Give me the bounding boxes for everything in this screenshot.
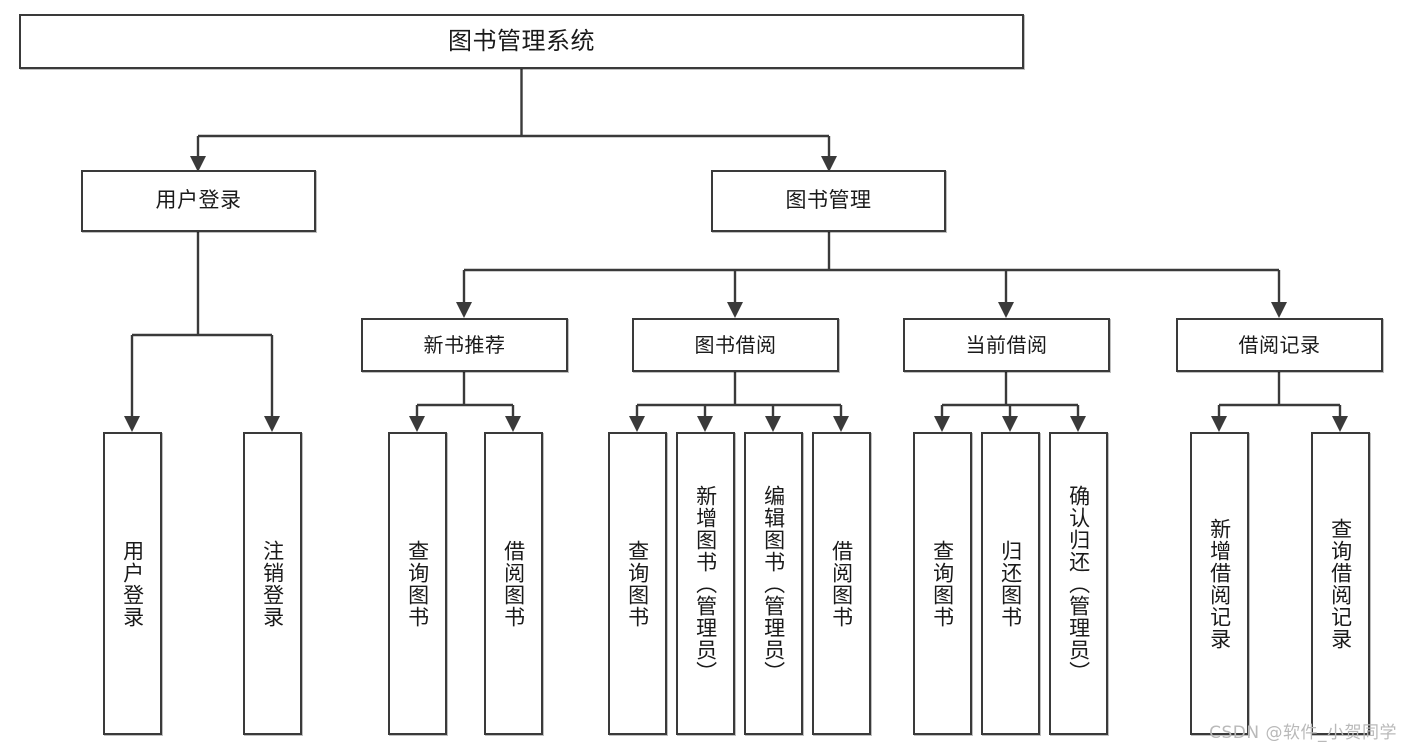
node-leaf-add-book[interactable]: 新增图书（管理员）	[676, 432, 735, 735]
node-user-login[interactable]: 用户登录	[81, 170, 316, 232]
node-root-label: 图书管理系统	[448, 27, 595, 56]
arrow-leaf-confirm-return	[1070, 416, 1086, 432]
node-leaf-query-book-2-label: 查询图书	[625, 539, 650, 628]
node-leaf-query-record-label: 查询借阅记录	[1328, 517, 1353, 650]
node-leaf-edit-book[interactable]: 编辑图书（管理员）	[744, 432, 803, 735]
node-new-book-recommend[interactable]: 新书推荐	[361, 318, 568, 372]
node-leaf-query-book-1[interactable]: 查询图书	[388, 432, 447, 735]
node-leaf-logout[interactable]: 注销登录	[243, 432, 302, 735]
arrow-leaf-logout	[264, 416, 280, 432]
node-leaf-query-book-2[interactable]: 查询图书	[608, 432, 667, 735]
node-leaf-borrow-book-2[interactable]: 借阅图书	[812, 432, 871, 735]
node-book-manage-label: 图书管理	[785, 188, 872, 213]
node-leaf-user-login[interactable]: 用户登录	[103, 432, 162, 735]
arrow-leaf-borrow-book-1	[505, 416, 521, 432]
node-leaf-borrow-book-2-label: 借阅图书	[829, 539, 854, 628]
arrow-leaf-query-book-2	[629, 416, 645, 432]
arrow-leaf-query-book-1	[409, 416, 425, 432]
node-leaf-return-book-label: 归还图书	[998, 539, 1023, 628]
node-leaf-query-book-3-label: 查询图书	[930, 539, 955, 628]
arrow-book-borrow	[727, 302, 743, 318]
node-book-manage[interactable]: 图书管理	[711, 170, 946, 232]
node-leaf-query-book-1-label: 查询图书	[405, 539, 430, 628]
node-current-borrow[interactable]: 当前借阅	[903, 318, 1110, 372]
node-leaf-confirm-return-label: 确认归还（管理员）	[1066, 484, 1091, 683]
node-user-login-label: 用户登录	[155, 188, 242, 213]
node-leaf-user-login-label: 用户登录	[120, 539, 145, 628]
arrow-leaf-user-login	[124, 416, 140, 432]
node-leaf-add-record-label: 新增借阅记录	[1207, 517, 1232, 650]
arrow-leaf-borrow-book-2	[833, 416, 849, 432]
node-leaf-borrow-book-1[interactable]: 借阅图书	[484, 432, 543, 735]
arrow-leaf-return-book	[1002, 416, 1018, 432]
arrow-leaf-edit-book	[765, 416, 781, 432]
node-leaf-edit-book-label: 编辑图书（管理员）	[761, 484, 786, 683]
node-leaf-return-book[interactable]: 归还图书	[981, 432, 1040, 735]
arrow-leaf-query-record	[1332, 416, 1348, 432]
node-leaf-query-book-3[interactable]: 查询图书	[913, 432, 972, 735]
node-leaf-confirm-return[interactable]: 确认归还（管理员）	[1049, 432, 1108, 735]
arrow-new-book	[456, 302, 472, 318]
node-leaf-logout-label: 注销登录	[260, 539, 285, 628]
node-leaf-query-record[interactable]: 查询借阅记录	[1311, 432, 1370, 735]
arrow-leaf-query-book-3	[934, 416, 950, 432]
node-root[interactable]: 图书管理系统	[19, 14, 1024, 69]
node-borrow-record[interactable]: 借阅记录	[1176, 318, 1383, 372]
node-leaf-add-book-label: 新增图书（管理员）	[693, 484, 718, 683]
arrow-borrow-record	[1271, 302, 1287, 318]
node-book-borrow[interactable]: 图书借阅	[632, 318, 839, 372]
watermark: CSDN @软件_小贺同学	[1209, 723, 1397, 743]
arrow-leaf-add-record	[1211, 416, 1227, 432]
node-leaf-borrow-book-1-label: 借阅图书	[501, 539, 526, 628]
node-borrow-record-label: 借阅记录	[1238, 332, 1321, 357]
node-book-borrow-label: 图书借阅	[694, 332, 777, 357]
node-current-borrow-label: 当前借阅	[965, 332, 1048, 357]
node-leaf-add-record[interactable]: 新增借阅记录	[1190, 432, 1249, 735]
node-new-book-recommend-label: 新书推荐	[423, 332, 506, 357]
arrow-leaf-add-book	[697, 416, 713, 432]
arrow-current-borrow	[998, 302, 1014, 318]
